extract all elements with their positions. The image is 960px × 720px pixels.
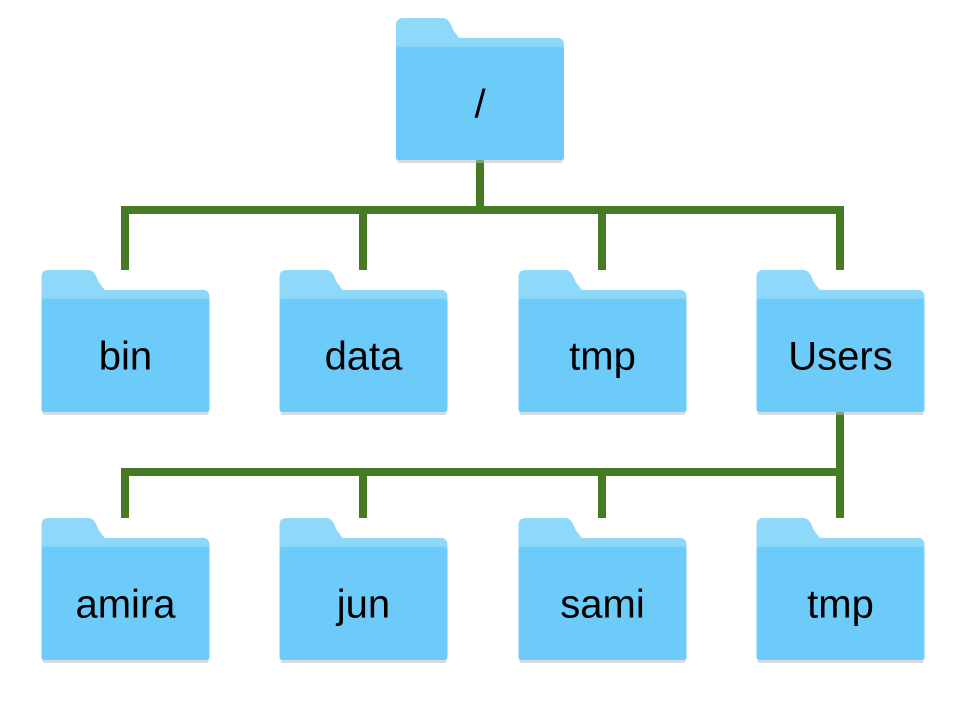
folder-highlight: [398, 44, 562, 47]
folder-label: tmp: [807, 582, 874, 626]
folder-highlight: [43, 544, 208, 547]
folder-body: [279, 544, 448, 660]
folder-nodes: / bin data tmp Users amira jun sami tmp: [41, 18, 925, 663]
folder-highlight: [281, 544, 446, 547]
folder-body: [396, 44, 564, 160]
folder-label: bin: [99, 334, 152, 378]
folder-label: tmp: [569, 334, 636, 378]
folder-label: Users: [788, 334, 892, 378]
folder-users-amira[interactable]: amira: [41, 518, 210, 663]
folder-label: jun: [336, 582, 390, 626]
folder-body: [756, 544, 925, 660]
folder-label: amira: [75, 582, 176, 626]
folder-label: sami: [560, 582, 644, 626]
folder-body: [518, 544, 687, 660]
folder-highlight: [281, 296, 446, 299]
folder-highlight: [758, 296, 923, 299]
folder-label: /: [474, 82, 486, 126]
folder-root[interactable]: /: [396, 18, 564, 163]
folder-users[interactable]: Users: [756, 270, 925, 415]
folder-body: [41, 296, 210, 412]
folder-body: [756, 296, 925, 412]
folder-label: data: [325, 334, 404, 378]
folder-users-tmp[interactable]: tmp: [756, 518, 925, 663]
folder-bin[interactable]: bin: [41, 270, 210, 415]
folder-body: [41, 544, 210, 660]
folder-highlight: [758, 544, 923, 547]
folder-body: [279, 296, 448, 412]
folder-data[interactable]: data: [279, 270, 448, 415]
folder-highlight: [43, 296, 208, 299]
folder-users-sami[interactable]: sami: [518, 518, 687, 663]
folder-users-jun[interactable]: jun: [279, 518, 448, 663]
folder-highlight: [520, 544, 685, 547]
folder-body: [518, 296, 687, 412]
folder-tmp[interactable]: tmp: [518, 270, 687, 415]
tree-connectors: [121, 160, 844, 518]
folder-highlight: [520, 296, 685, 299]
